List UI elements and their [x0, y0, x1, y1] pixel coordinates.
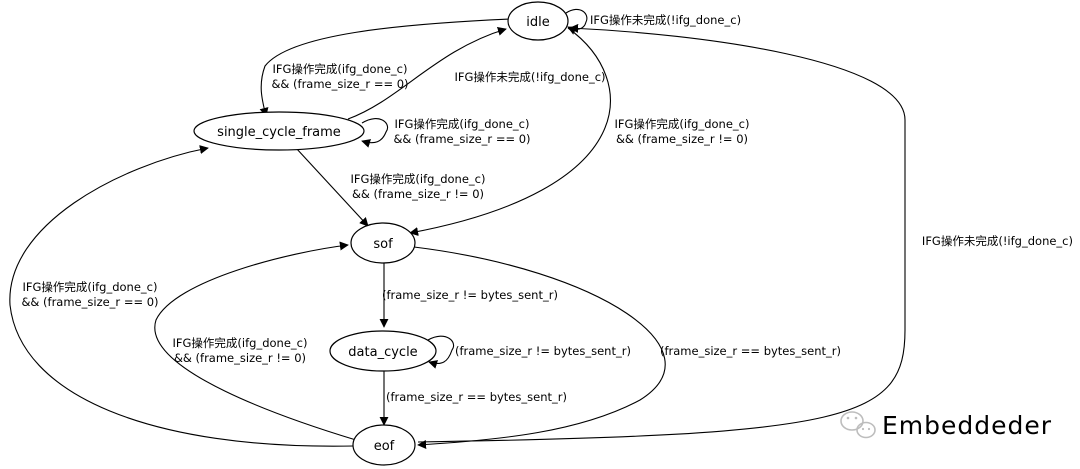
- edge-eof-to-idle: [417, 23, 906, 443]
- watermark: Embeddeder: [840, 411, 1052, 440]
- label-eof-to-single-line1: IFG操作完成(ifg_done_c): [23, 280, 158, 294]
- state-data-cycle-label: data_cycle: [348, 345, 417, 360]
- edge-data-self: [427, 335, 454, 369]
- label-eof-to-single-line2: && (frame_size_r == 0): [21, 295, 158, 309]
- wechat-icon: [840, 411, 876, 439]
- edge-eof-to-single: [9, 145, 355, 447]
- label-single-self-line1: IFG操作完成(ifg_done_c): [395, 117, 530, 131]
- edge-sof-to-eof: [413, 246, 666, 449]
- label-single-to-sof-line1: IFG操作完成(ifg_done_c): [351, 172, 486, 186]
- state-idle-label: idle: [526, 15, 549, 30]
- label-idle-self: IFG操作未完成(!ifg_done_c): [590, 13, 741, 27]
- label-data-to-eof: (frame_size_r == bytes_sent_r): [386, 390, 567, 404]
- state-single-cycle-frame-label: single_cycle_frame: [217, 125, 341, 140]
- state-sof: sof: [350, 222, 416, 264]
- label-data-self: (frame_size_r != bytes_sent_r): [455, 344, 631, 358]
- label-idle-to-sof-line1: IFG操作完成(ifg_done_c): [615, 117, 750, 131]
- edge-idle-to-single: [259, 18, 511, 117]
- label-idle-to-single-line1: IFG操作完成(ifg_done_c): [273, 62, 408, 76]
- label-eof-to-sof-line1: IFG操作完成(ifg_done_c): [173, 336, 308, 350]
- state-eof: eof: [352, 424, 416, 466]
- state-data-cycle: data_cycle: [329, 330, 437, 372]
- watermark-text: Embeddeder: [882, 411, 1052, 440]
- edge-idle-to-sof: [409, 27, 611, 236]
- state-idle: idle: [507, 1, 569, 41]
- state-sof-label: sof: [373, 237, 393, 252]
- edge-single-self: [361, 118, 388, 148]
- label-single-self-line2: && (frame_size_r == 0): [393, 132, 530, 146]
- state-eof-label: eof: [374, 439, 395, 454]
- edge-idle-self: [565, 8, 588, 35]
- label-single-to-idle: IFG操作未完成(!ifg_done_c): [454, 70, 605, 84]
- edge-eof-to-sof: [154, 241, 357, 441]
- label-eof-to-idle: IFG操作未完成(!ifg_done_c): [922, 234, 1073, 248]
- label-idle-to-single-line2: && (frame_size_r == 0): [271, 77, 408, 91]
- label-idle-to-sof-line2: && (frame_size_r != 0): [616, 132, 748, 146]
- edge-single-to-idle: [347, 27, 507, 120]
- label-sof-to-data: (frame_size_r != bytes_sent_r): [382, 288, 558, 302]
- transition-labels: IFG操作未完成(!ifg_done_c) IFG操作完成(ifg_done_c…: [21, 13, 1073, 404]
- label-eof-to-sof-line2: && (frame_size_r != 0): [174, 351, 306, 365]
- label-single-to-sof-line2: && (frame_size_r != 0): [352, 187, 484, 201]
- label-sof-to-eof: (frame_size_r == bytes_sent_r): [660, 344, 841, 358]
- edge-single-to-sof: [295, 147, 369, 227]
- state-single-cycle-frame: single_cycle_frame: [193, 111, 365, 151]
- transition-edges: [9, 8, 906, 449]
